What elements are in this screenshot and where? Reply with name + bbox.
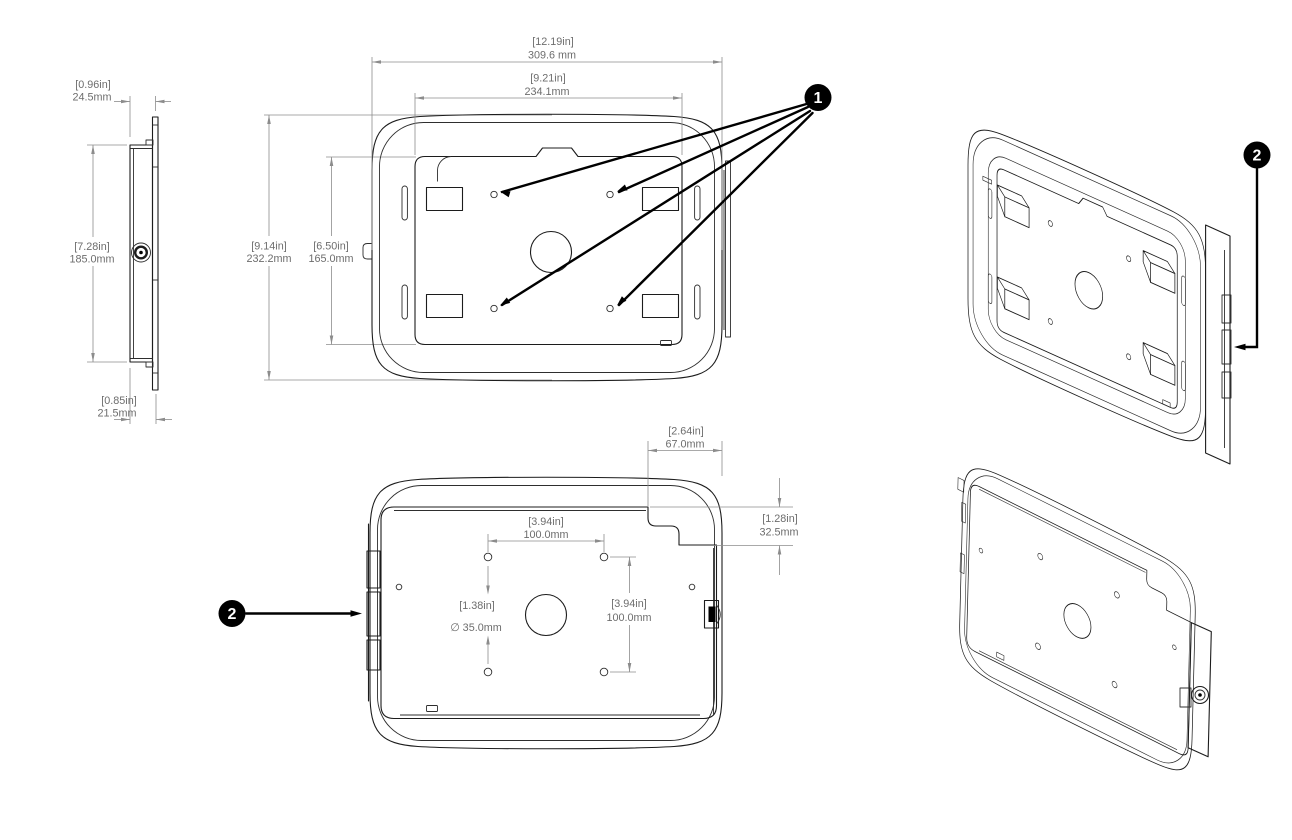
dim-side-height-in: [7.28in] <box>74 241 109 253</box>
front-plate-width-dimension: [9.21in] 234.1mm <box>414 73 683 155</box>
bottom-vesa-width-dimension: [3.94in] 100.0mm <box>487 516 605 552</box>
dim-side-top-depth-mm: 24.5mm <box>72 92 111 104</box>
side-bottom-depth-dimension: [0.85in] 21.5mm <box>97 368 172 424</box>
dim-front-outer-height-mm: 232.2mm <box>246 253 291 265</box>
dim-front-outer-width-mm: 309.6 mm <box>528 50 576 62</box>
dim-bottom-vesa-width-mm: 100.0mm <box>523 529 568 541</box>
bottom-view: [2.64in] 67.0mm [1.28in] 32.5mm [3.94in]… <box>218 426 799 750</box>
front-plate-height-dimension: [6.50in] 165.0mm <box>306 157 358 345</box>
bottom-corner-offset-dimension: [2.64in] 67.0mm <box>647 426 723 506</box>
dim-side-bottom-depth-in: [0.85in] <box>101 395 136 407</box>
dim-side-bottom-depth-mm: 21.5mm <box>97 408 136 420</box>
callout-1-number: 1 <box>814 90 823 107</box>
dim-front-outer-height-in: [9.14in] <box>251 241 286 253</box>
callout-2-bottom: 2 <box>218 600 362 627</box>
side-top-depth-dimension: [0.96in] 24.5mm <box>72 79 171 137</box>
dim-bottom-vesa-height-mm: 100.0mm <box>606 612 651 624</box>
side-view: [0.96in] 24.5mm [7.28in] 185.0mm [0.85in… <box>67 79 172 424</box>
bottom-corner-drop-dimension: [1.28in] 32.5mm <box>650 478 799 575</box>
dim-side-height-mm: 185.0mm <box>69 254 114 266</box>
dim-front-plate-width-in: [9.21in] <box>530 73 565 85</box>
front-view: [12.19in] 309.6 mm [9.21in] 234.1mm [9.1… <box>244 36 832 382</box>
dim-bottom-corner-drop-in: [1.28in] <box>762 513 797 525</box>
dim-side-top-depth-in: [0.96in] <box>75 79 110 91</box>
side-height-dimension: [7.28in] 185.0mm <box>67 144 127 363</box>
iso-rear-view: 2 <box>967 129 1271 465</box>
dim-bottom-center-hole-mm: ∅ 35.0mm <box>450 622 501 634</box>
iso-back-view <box>957 468 1212 771</box>
bottom-vesa-height-dimension: [3.94in] 100.0mm <box>604 556 656 673</box>
callout-2-iso: 2 <box>1234 141 1271 351</box>
dim-bottom-corner-drop-mm: 32.5mm <box>759 527 798 539</box>
callout-1: 1 <box>500 84 832 307</box>
callout-2-iso-badge <box>1243 141 1271 169</box>
dim-bottom-vesa-width-in: [3.94in] <box>528 516 563 528</box>
dim-bottom-center-hole-in: [1.38in] <box>459 600 494 612</box>
callout-2-bottom-badge <box>218 600 246 627</box>
callout-1-badge <box>804 84 832 111</box>
bottom-center-hole-dimension: [1.38in] ∅ 35.0mm <box>450 566 502 664</box>
callout-2-bottom-number: 2 <box>228 606 237 623</box>
dim-front-outer-width-in: [12.19in] <box>532 36 573 48</box>
dim-front-plate-height-mm: 165.0mm <box>308 253 353 265</box>
front-outer-height-dimension: [9.14in] 232.2mm <box>244 115 296 380</box>
front-outer-width-dimension: [12.19in] 309.6 mm <box>371 36 723 250</box>
dim-front-plate-height-in: [6.50in] <box>313 241 348 253</box>
dim-bottom-corner-offset-in: [2.64in] <box>668 426 703 438</box>
dim-bottom-corner-offset-mm: 67.0mm <box>665 439 704 451</box>
dim-bottom-vesa-height-in: [3.94in] <box>611 598 646 610</box>
dim-front-plate-width-mm: 234.1mm <box>524 86 569 98</box>
callout-2-iso-number: 2 <box>1253 148 1262 165</box>
